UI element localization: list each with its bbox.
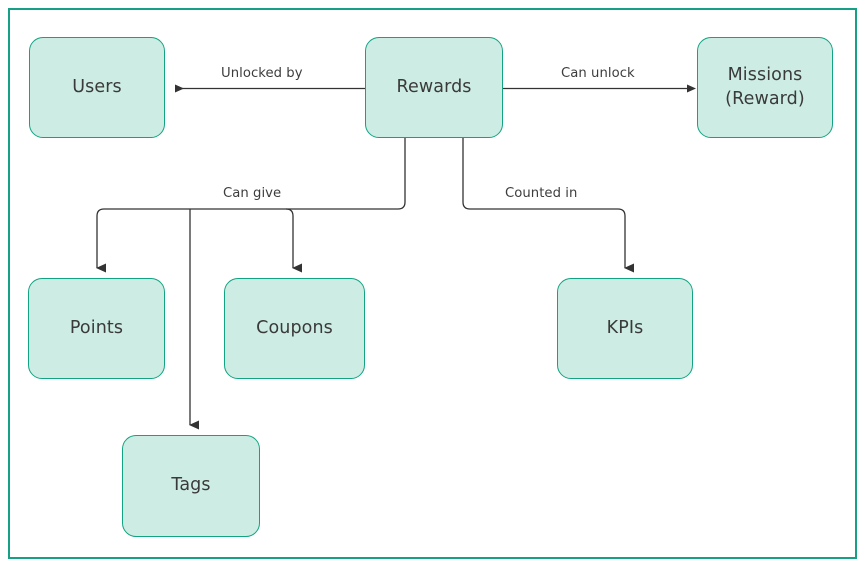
edge-label-counted-in: Counted in xyxy=(500,186,583,201)
edge-label-unlocked-by: Unlocked by xyxy=(216,66,308,81)
node-rewards[interactable]: Rewards xyxy=(365,37,503,138)
node-kpis[interactable]: KPIs xyxy=(557,278,693,379)
node-tags[interactable]: Tags xyxy=(122,435,260,537)
edge-label-can-give: Can give xyxy=(218,186,287,201)
node-missions-reward[interactable]: Missions (Reward) xyxy=(697,37,833,138)
node-tags-label: Tags xyxy=(171,475,211,496)
node-rewards-label: Rewards xyxy=(396,76,472,97)
node-points-label: Points xyxy=(69,317,124,338)
node-coupons[interactable]: Coupons xyxy=(224,278,365,379)
node-users-label: Users xyxy=(72,76,122,97)
node-kpis-label: KPIs xyxy=(606,317,644,338)
node-coupons-label: Coupons xyxy=(256,317,333,338)
node-missions-reward-label: Missions (Reward) xyxy=(725,65,805,109)
edge-label-can-unlock: Can unlock xyxy=(556,66,640,81)
node-users[interactable]: Users xyxy=(29,37,165,138)
node-points[interactable]: Points xyxy=(28,278,165,379)
